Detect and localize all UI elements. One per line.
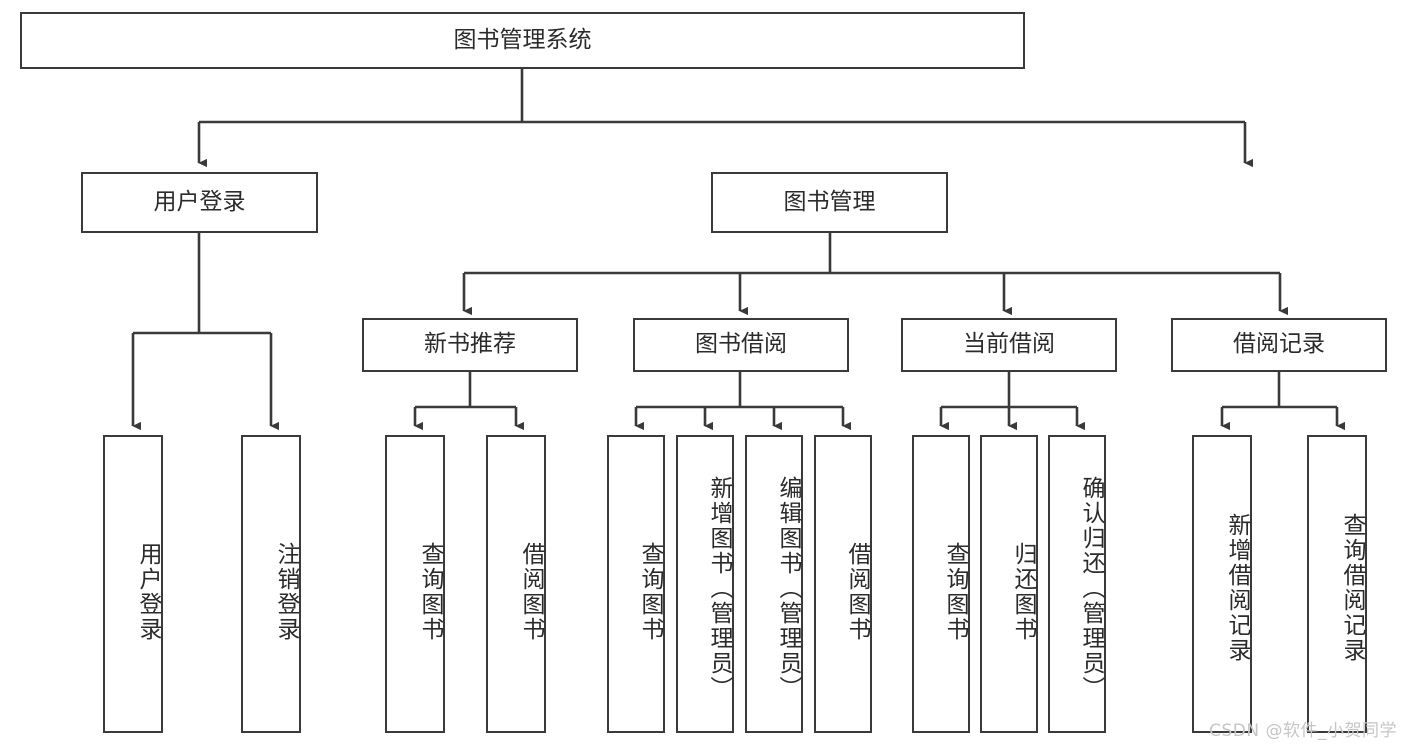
node-label: 编辑图书（管理员） — [775, 475, 801, 701]
node-label: 归还图书 — [1010, 542, 1036, 642]
node-label: 用户登录 — [135, 542, 161, 642]
node-label: 查询图书 — [417, 542, 443, 642]
node-label: 新增借阅记录 — [1224, 513, 1250, 663]
leaf-current-confirm-return-admin[interactable]: 确认归还（管理员） — [1048, 435, 1106, 733]
csdn-watermark: CSDN @软件_小贺同学 — [1209, 721, 1397, 741]
node-label: 借阅图书 — [844, 542, 870, 642]
leaf-borrow-edit-book-admin[interactable]: 编辑图书（管理员） — [745, 435, 803, 733]
node-label: 图书借阅 — [695, 331, 787, 358]
node-label: 图书管理系统 — [453, 26, 592, 53]
leaf-recommend-query-book[interactable]: 查询图书 — [385, 435, 445, 733]
node-book-management[interactable]: 图书管理 — [711, 172, 948, 233]
node-label: 查询图书 — [942, 542, 968, 642]
node-label: 新书推荐 — [424, 331, 516, 358]
node-current-borrow[interactable]: 当前借阅 — [901, 318, 1117, 372]
node-user-login[interactable]: 用户登录 — [81, 172, 318, 233]
node-label: 图书管理 — [783, 188, 876, 215]
leaf-logout-login[interactable]: 注销登录 — [241, 435, 301, 733]
node-label: 注销登录 — [273, 542, 299, 642]
leaf-record-add-borrow-record[interactable]: 新增借阅记录 — [1192, 435, 1252, 733]
node-root-book-management-system[interactable]: 图书管理系统 — [20, 12, 1025, 69]
node-book-borrow[interactable]: 图书借阅 — [633, 318, 849, 372]
node-label: 当前借阅 — [963, 331, 1055, 358]
node-borrow-record[interactable]: 借阅记录 — [1171, 318, 1387, 372]
leaf-borrow-add-book-admin[interactable]: 新增图书（管理员） — [676, 435, 734, 733]
node-label: 用户登录 — [153, 188, 246, 215]
node-label: 查询借阅记录 — [1339, 513, 1365, 663]
leaf-user-login[interactable]: 用户登录 — [103, 435, 163, 733]
node-label: 新增图书（管理员） — [706, 475, 732, 701]
leaf-current-query-book[interactable]: 查询图书 — [912, 435, 970, 733]
node-new-book-recommend[interactable]: 新书推荐 — [362, 318, 578, 372]
leaf-record-query-borrow-record[interactable]: 查询借阅记录 — [1307, 435, 1367, 733]
leaf-borrow-borrow-book[interactable]: 借阅图书 — [814, 435, 872, 733]
leaf-current-return-book[interactable]: 归还图书 — [980, 435, 1038, 733]
leaf-borrow-query-book[interactable]: 查询图书 — [607, 435, 665, 733]
node-label: 借阅图书 — [518, 542, 544, 642]
node-label: 查询图书 — [637, 542, 663, 642]
node-label: 确认归还（管理员） — [1078, 475, 1104, 701]
leaf-recommend-borrow-book[interactable]: 借阅图书 — [486, 435, 546, 733]
node-label: 借阅记录 — [1233, 331, 1325, 358]
